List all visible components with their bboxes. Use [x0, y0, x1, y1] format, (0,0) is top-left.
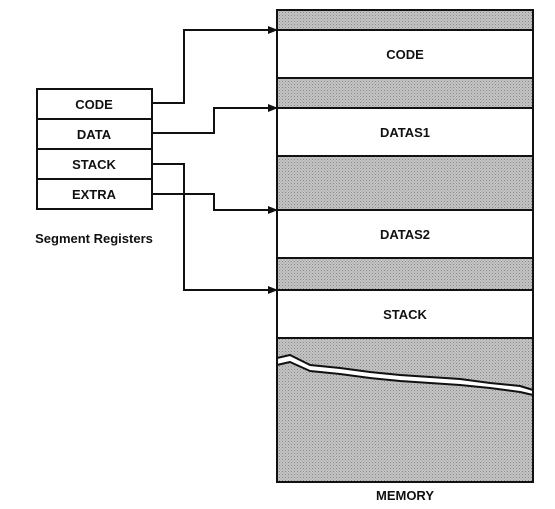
register-data [36, 118, 153, 150]
memory-title: MEMORY [376, 488, 434, 503]
segment-registers: CODE DATA STACK EXTRA Segment Registers [35, 88, 153, 246]
memory-gap-1 [276, 77, 534, 109]
arrow-stack-to-stack-segment [152, 163, 278, 294]
arrow-data-to-datas1-segment [152, 104, 278, 134]
register-stack [36, 148, 153, 180]
memory-label-stack: STACK [383, 307, 427, 322]
segment-registers-title: Segment Registers [35, 231, 153, 246]
arrow-extra-to-datas2-segment [152, 193, 278, 214]
memory-outline [276, 9, 534, 483]
memory-segment-datas2 [276, 209, 534, 259]
memory-segment-datas1 [276, 107, 534, 157]
connectors [152, 26, 278, 294]
register-label-stack: STACK [72, 157, 116, 172]
memory-gap-top [276, 9, 534, 31]
memory-label-code: CODE [386, 47, 424, 62]
memory-gap-3 [276, 257, 534, 291]
memory-label-datas2: DATAS2 [380, 227, 430, 242]
memory-gap-2 [276, 155, 534, 211]
register-label-code: CODE [75, 97, 113, 112]
memory-label-datas1: DATAS1 [380, 125, 430, 140]
memory-block: CODE DATAS1 DATAS2 STACK MEMORY [276, 9, 534, 503]
memory-gap-bottom [276, 337, 534, 483]
register-label-extra: EXTRA [72, 187, 117, 202]
register-label-data: DATA [77, 127, 112, 142]
arrow-code-to-code-segment [152, 26, 278, 104]
